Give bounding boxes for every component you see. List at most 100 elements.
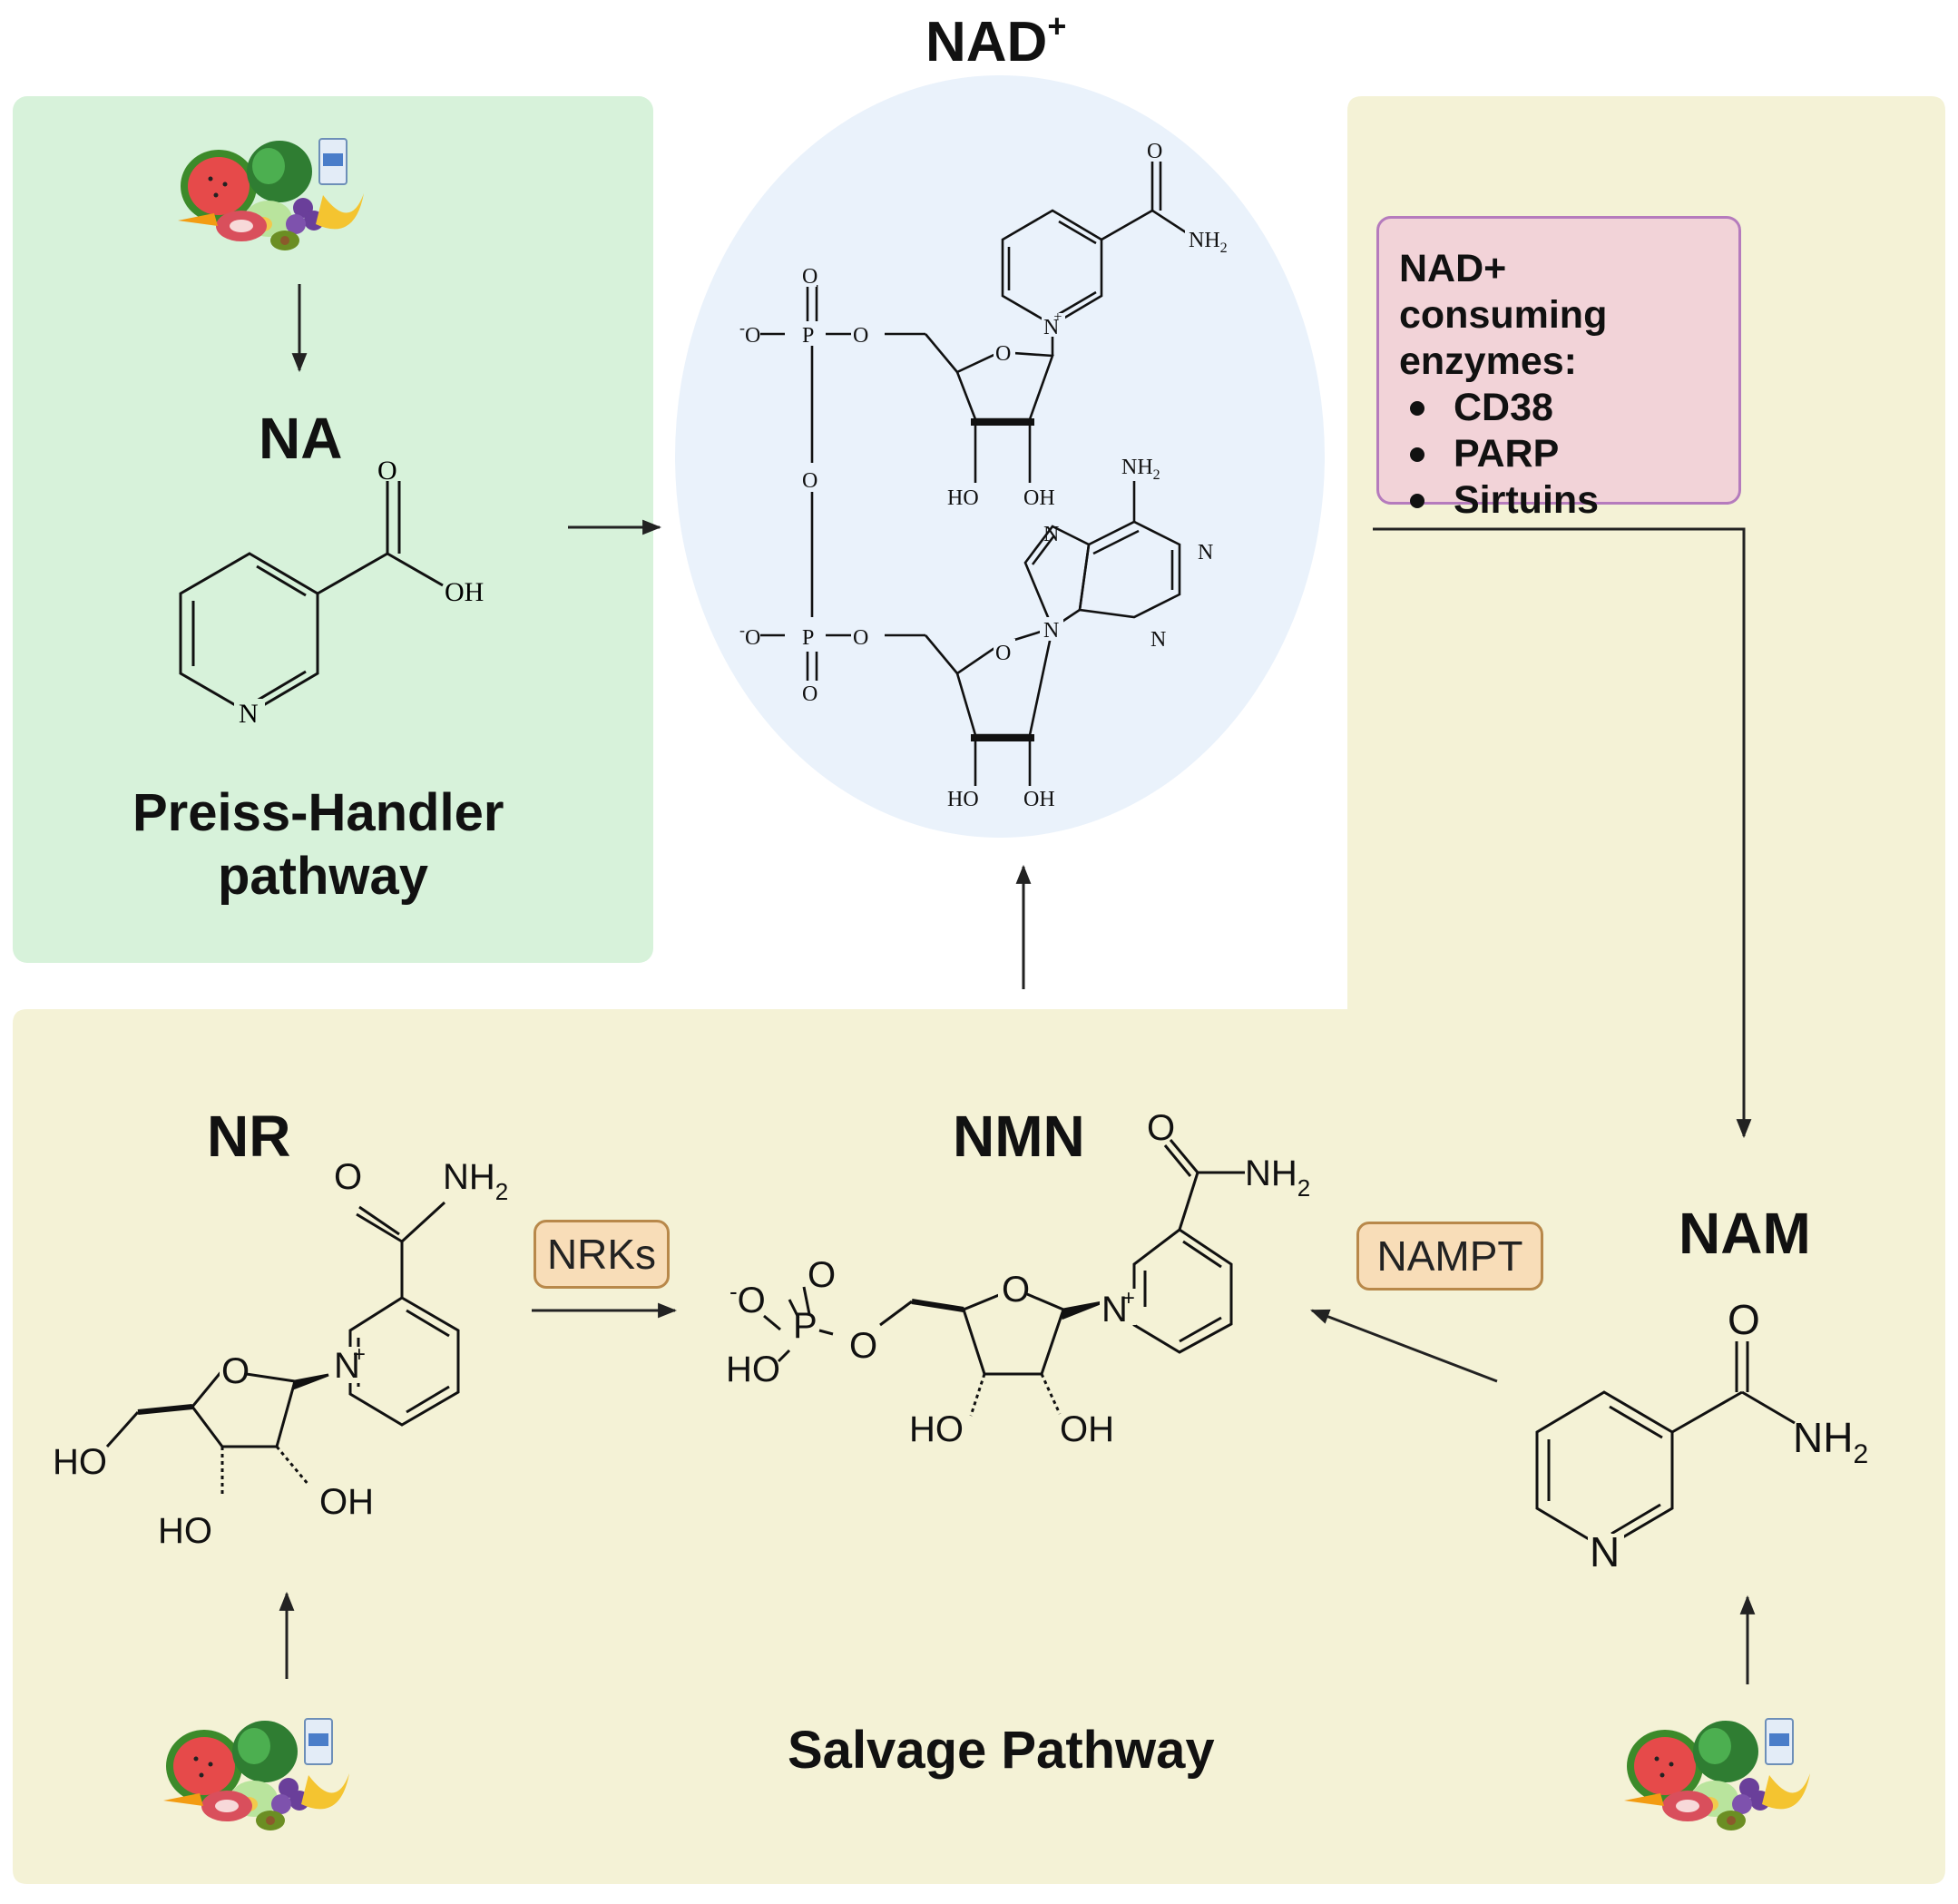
salvage-pathway-label: Salvage Pathway — [788, 1721, 1215, 1780]
nmn-ho: HO — [909, 1409, 964, 1449]
nad-ominus-bottom-o: O — [745, 626, 760, 650]
nam-structure — [1535, 1341, 1796, 1550]
nad-bridge-o: O — [802, 469, 817, 493]
food-icon-bottom-right — [1623, 1718, 1811, 1831]
nmn-ho-p: HO — [726, 1349, 780, 1389]
nmn-ominus: -O — [729, 1278, 766, 1320]
nad-ring-o-top: O — [995, 342, 1011, 366]
nmn-n-plus-sign: + — [1122, 1286, 1135, 1310]
nad-ominus-top-sign: - — [739, 319, 745, 337]
nad-ominus-top: -O — [739, 319, 760, 348]
nr-structure — [105, 1201, 460, 1496]
nad-nh2-bottom-sub: 2 — [1153, 467, 1160, 483]
enzyme-item-cd38: CD38 — [1410, 385, 1722, 431]
nr-ring-o: O — [221, 1351, 250, 1391]
nad-nh2-top: NH2 — [1189, 229, 1228, 256]
nad-nh2-bottom-text: NH — [1121, 456, 1153, 479]
nad-ominus-top-o: O — [745, 324, 760, 348]
nmn-nh2-sub: 2 — [1297, 1174, 1310, 1202]
nmn-atom-labels: O NH2 N+ O HO OH O P O -O HO — [726, 1108, 1310, 1449]
na-label: NA — [259, 406, 343, 471]
preiss-handler-panel — [13, 96, 653, 963]
nam-nh2-sub: 2 — [1853, 1439, 1868, 1469]
nmn-structure — [763, 1139, 1245, 1417]
enzyme-item-label: CD38 — [1454, 386, 1553, 429]
nr-n-plus: N+ — [334, 1342, 366, 1386]
nmn-p: P — [793, 1306, 817, 1346]
nad-n-adenine-3: N — [1150, 628, 1166, 652]
nad-title: NAD+ — [925, 7, 1066, 74]
salvage-pathway-panel — [13, 96, 1945, 1884]
nampt-enzyme-tag: NAMPT — [1356, 1222, 1543, 1291]
food-icon-bottom-left — [162, 1718, 350, 1831]
nad-n-adenine-1: N — [1198, 541, 1213, 564]
preiss-handler-label-line1: Preiss-Handler — [132, 783, 504, 842]
nam-nh2: NH2 — [1793, 1414, 1868, 1469]
nad-oh-bottom: OH — [1023, 788, 1055, 811]
nmn-nh2: NH2 — [1245, 1153, 1310, 1202]
nr-ho-bottom: HO — [158, 1511, 212, 1551]
nam-o: O — [1728, 1296, 1760, 1343]
nad-o-link-bottom: O — [853, 626, 868, 650]
nr-oh: OH — [319, 1482, 374, 1522]
bullet-icon — [1410, 447, 1424, 462]
na-n-label: N — [239, 699, 259, 729]
nmn-ominus-sign: - — [729, 1278, 738, 1305]
enzyme-item-sirtuins: Sirtuins — [1410, 477, 1722, 524]
bullet-icon — [1410, 494, 1424, 508]
nam-n: N — [1590, 1528, 1620, 1575]
nad-ominus-bottom-sign: - — [739, 621, 745, 639]
nad-o-link-top: O — [853, 324, 868, 348]
nam-atom-labels: O NH2 N — [1588, 1296, 1868, 1575]
nad-p-o-top: O — [802, 265, 817, 289]
nad-p-bottom: P — [802, 626, 814, 650]
nad-o-top: O — [1147, 140, 1162, 163]
bullet-icon — [1410, 401, 1424, 416]
nad-oh-top: OH — [1023, 486, 1055, 510]
nam-label: NAM — [1679, 1201, 1811, 1266]
nr-nh2-text: NH — [443, 1157, 495, 1197]
nad-title-text: NAD — [925, 11, 1048, 74]
nad-nh2-top-sub: 2 — [1220, 240, 1228, 256]
nad-ring-o-bottom: O — [995, 642, 1011, 665]
nad-n-plus-sign: + — [1053, 309, 1062, 325]
nr-ho-left: HO — [53, 1442, 107, 1482]
nmn-o-top: O — [1147, 1108, 1175, 1148]
nr-o: O — [334, 1157, 362, 1197]
nr-atom-labels: O NH2 N+ O HO HO OH — [53, 1157, 508, 1551]
nad-ominus-bottom: -O — [739, 621, 760, 650]
nad-n-adenine-7: N — [1043, 523, 1059, 546]
nrks-enzyme-tag: NRKs — [534, 1220, 670, 1289]
nad-title-plus: + — [1047, 7, 1067, 44]
nam-nh2-text: NH — [1793, 1414, 1853, 1461]
nmn-o-link: O — [849, 1326, 877, 1366]
nad-n-plus: N+ — [1043, 309, 1062, 339]
nad-nh2-bottom: NH2 — [1121, 456, 1160, 483]
na-o-label: O — [377, 456, 397, 486]
nmn-oh: OH — [1060, 1409, 1114, 1449]
nad-p-o-bottom: O — [802, 682, 817, 706]
nad-ho-top: HO — [947, 486, 979, 510]
nad-ho-bottom: HO — [947, 788, 979, 811]
enzyme-item-label: PARP — [1454, 432, 1560, 476]
nad-n-plus-text: N — [1043, 316, 1059, 339]
nad-ellipse — [675, 75, 1325, 838]
preiss-handler-label-line2: pathway — [218, 847, 429, 906]
na-structure — [179, 481, 444, 715]
consuming-enzyme-list: CD38 PARP Sirtuins — [1399, 385, 1722, 524]
enzyme-item-label: Sirtuins — [1454, 478, 1600, 522]
nad-n-adenine-9: N — [1043, 619, 1059, 643]
nad-atom-labels: O NH2 N+ O HO OH O O P -O O P -O O O O — [739, 138, 1236, 811]
nmn-ominus-o: O — [738, 1281, 766, 1320]
arrow-nad-to-nam — [1373, 527, 1752, 1139]
arrow-nam-to-nmn — [1310, 1309, 1498, 1383]
nad-nh2-top-text: NH — [1189, 229, 1220, 252]
nr-n-plus-sign: + — [353, 1342, 366, 1367]
consuming-title-line1: NAD+ consuming — [1399, 247, 1608, 337]
food-icon-top-left — [177, 138, 365, 251]
consuming-title-line2: enzymes: — [1399, 339, 1577, 383]
nmn-n-plus: N+ — [1101, 1286, 1135, 1330]
